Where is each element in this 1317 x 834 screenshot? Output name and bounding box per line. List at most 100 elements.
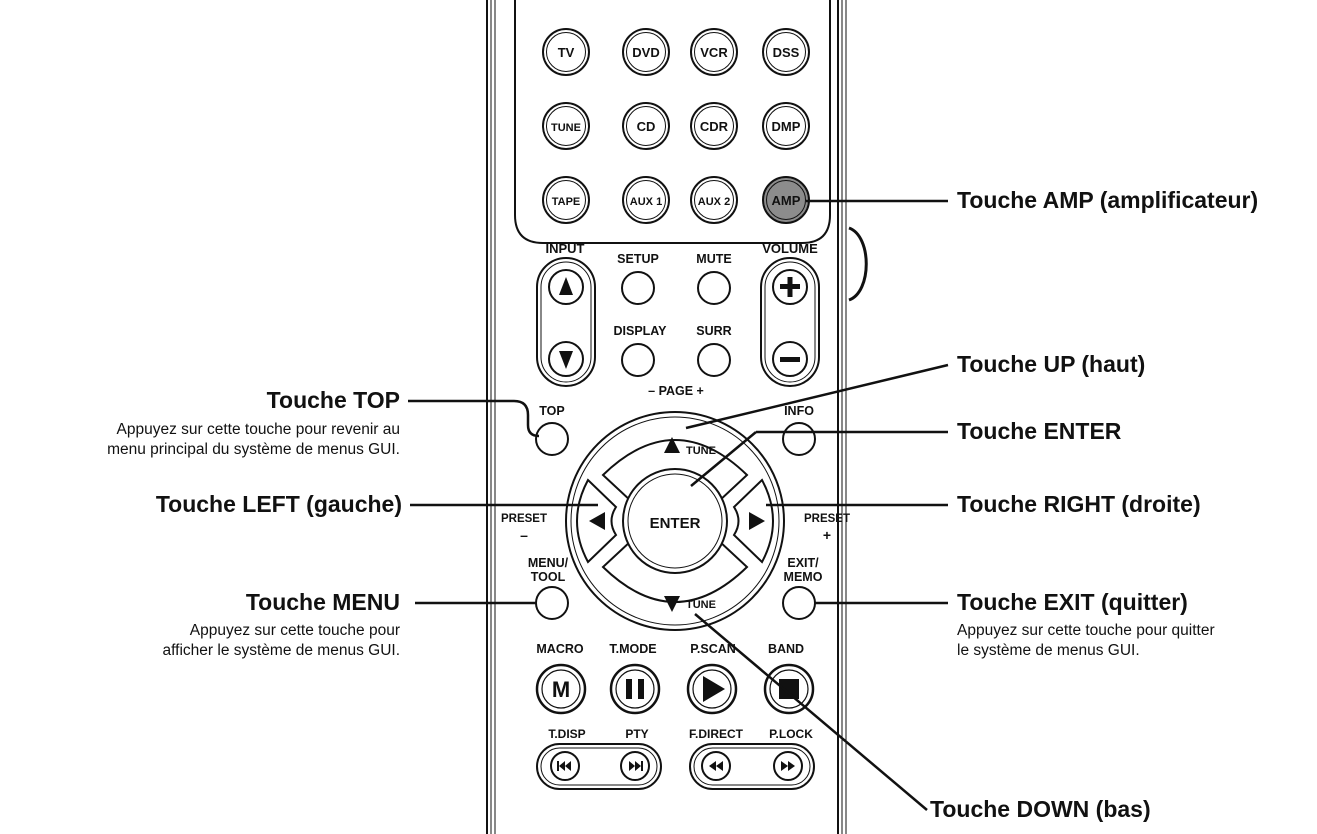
- left-arrow-icon: [589, 512, 605, 530]
- menu-label-line1: MENU/: [528, 556, 569, 570]
- input-label: INPUT: [546, 241, 585, 256]
- stop-icon: [779, 679, 799, 699]
- mute-button[interactable]: [697, 271, 731, 305]
- surr-label: SURR: [696, 324, 731, 338]
- callout-top-desc-line1: Appuyez sur cette touche pour revenir au: [116, 421, 400, 438]
- cd-button[interactable]: [622, 102, 670, 150]
- tune-down-label: TUNE: [686, 599, 716, 611]
- preset-plus-sign: +: [823, 527, 831, 543]
- callout-top-desc-line2: menu principal du système de menus GUI.: [107, 441, 400, 458]
- info-button[interactable]: [782, 422, 816, 456]
- dss-label: DSS: [773, 45, 800, 60]
- callout-right-title: Touche RIGHT (droite): [957, 491, 1201, 517]
- callout-exit-desc-line1: Appuyez sur cette touche pour quitter: [957, 622, 1215, 639]
- callout-up: Touche UP (haut): [957, 351, 1145, 378]
- dmp-label: DMP: [772, 119, 801, 134]
- display-label: DISPLAY: [613, 324, 667, 338]
- tv-label: TV: [558, 45, 575, 60]
- source-panel: [514, 0, 831, 244]
- enter-label: ENTER: [650, 515, 701, 532]
- exit-button[interactable]: [782, 586, 816, 620]
- up-leader-line: [685, 363, 949, 430]
- callout-left-title: Touche LEFT (gauche): [155, 491, 402, 517]
- setup-button[interactable]: [621, 271, 655, 305]
- dvd-label: DVD: [632, 45, 659, 60]
- fast-forward-icon: [781, 761, 795, 771]
- callout-menu-desc-line1: Appuyez sur cette touche pour: [189, 622, 400, 639]
- preset-minus-sign: –: [520, 527, 528, 543]
- up-arrow-icon: [664, 437, 680, 453]
- callout-top: Touche TOP Appuyez sur cette touche pour…: [107, 387, 400, 460]
- top-leader-line-b: [513, 399, 540, 438]
- cdr-button[interactable]: [690, 102, 738, 150]
- enter-leader-line-a: [690, 431, 757, 487]
- callout-exit: Touche EXIT (quitter) Appuyez sur cette …: [957, 589, 1215, 661]
- callout-menu: Touche MENU Appuyez sur cette touche pou…: [163, 589, 400, 661]
- pscan-label: P.SCAN: [690, 642, 736, 656]
- setup-label: SETUP: [617, 252, 659, 266]
- preset-plus-label: PRESET: [804, 513, 850, 525]
- dvd-button[interactable]: [622, 28, 670, 76]
- macro-m-icon: M: [552, 677, 570, 702]
- callout-enter-title: Touche ENTER: [957, 418, 1122, 444]
- callout-amp: Touche AMP (amplificateur): [957, 187, 1258, 214]
- dss-button[interactable]: [762, 28, 810, 76]
- callout-exit-title: Touche EXIT (quitter): [957, 589, 1188, 615]
- callout-enter: Touche ENTER: [957, 418, 1121, 445]
- skip-forward-icon: [629, 761, 643, 771]
- cdr-label: CDR: [700, 119, 729, 134]
- cd-label: CD: [637, 119, 656, 134]
- callout-right: Touche RIGHT (droite): [957, 491, 1201, 518]
- tune-up-label: TUNE: [686, 445, 716, 457]
- right-arrow-icon: [749, 512, 765, 530]
- dmp-button[interactable]: [762, 102, 810, 150]
- aux1-label: AUX 1: [630, 196, 662, 208]
- tape-label: TAPE: [552, 196, 581, 208]
- mute-label: MUTE: [696, 252, 731, 266]
- menu-button[interactable]: [535, 586, 569, 620]
- tv-button[interactable]: [542, 28, 590, 76]
- aux1-button[interactable]: [622, 176, 670, 224]
- menu-label-line2: TOOL: [531, 570, 566, 584]
- side-button: [848, 226, 868, 302]
- display-button[interactable]: [621, 343, 655, 377]
- down-arrow-icon: [664, 596, 680, 612]
- enter-button[interactable]: [622, 468, 728, 574]
- fdirect-label: F.DIRECT: [689, 727, 744, 741]
- amp-label: AMP: [772, 193, 801, 208]
- callout-menu-title: Touche MENU: [245, 589, 400, 615]
- aux2-button[interactable]: [690, 176, 738, 224]
- tmode-label: T.MODE: [609, 642, 656, 656]
- surr-button[interactable]: [697, 343, 731, 377]
- macro-button[interactable]: [535, 663, 587, 715]
- volume-minus-icon: [780, 357, 800, 362]
- plock-label: P.LOCK: [769, 727, 813, 741]
- band-label: BAND: [768, 642, 804, 656]
- macro-label: MACRO: [536, 642, 583, 656]
- skip-back-icon: [557, 761, 571, 771]
- info-label: INFO: [784, 404, 814, 418]
- exit-label-line2: MEMO: [784, 570, 823, 584]
- callout-left: Touche LEFT (gauche): [156, 491, 402, 518]
- pause-icon: [626, 679, 632, 699]
- callout-top-title: Touche TOP: [266, 387, 400, 413]
- play-icon: [703, 676, 725, 702]
- input-down-arrow-icon: [559, 351, 573, 369]
- callout-down: Touche DOWN (bas): [930, 796, 1151, 823]
- preset-minus-label: PRESET: [501, 513, 547, 525]
- tmode-button[interactable]: [609, 663, 661, 715]
- tune-source-button[interactable]: [542, 102, 590, 150]
- top-button[interactable]: [535, 422, 569, 456]
- vcr-button[interactable]: [690, 28, 738, 76]
- tape-button[interactable]: [542, 176, 590, 224]
- down-leader-line: [694, 613, 928, 811]
- tune-source-label: TUNE: [551, 122, 581, 134]
- exit-label-line1: EXIT/: [787, 556, 819, 570]
- callout-up-title: Touche UP (haut): [957, 351, 1146, 377]
- page-label: – PAGE +: [648, 384, 704, 398]
- callout-exit-desc-line2: le système de menus GUI.: [957, 642, 1140, 659]
- volume-label: VOLUME: [762, 241, 818, 256]
- callout-down-title: Touche DOWN (bas): [930, 796, 1151, 822]
